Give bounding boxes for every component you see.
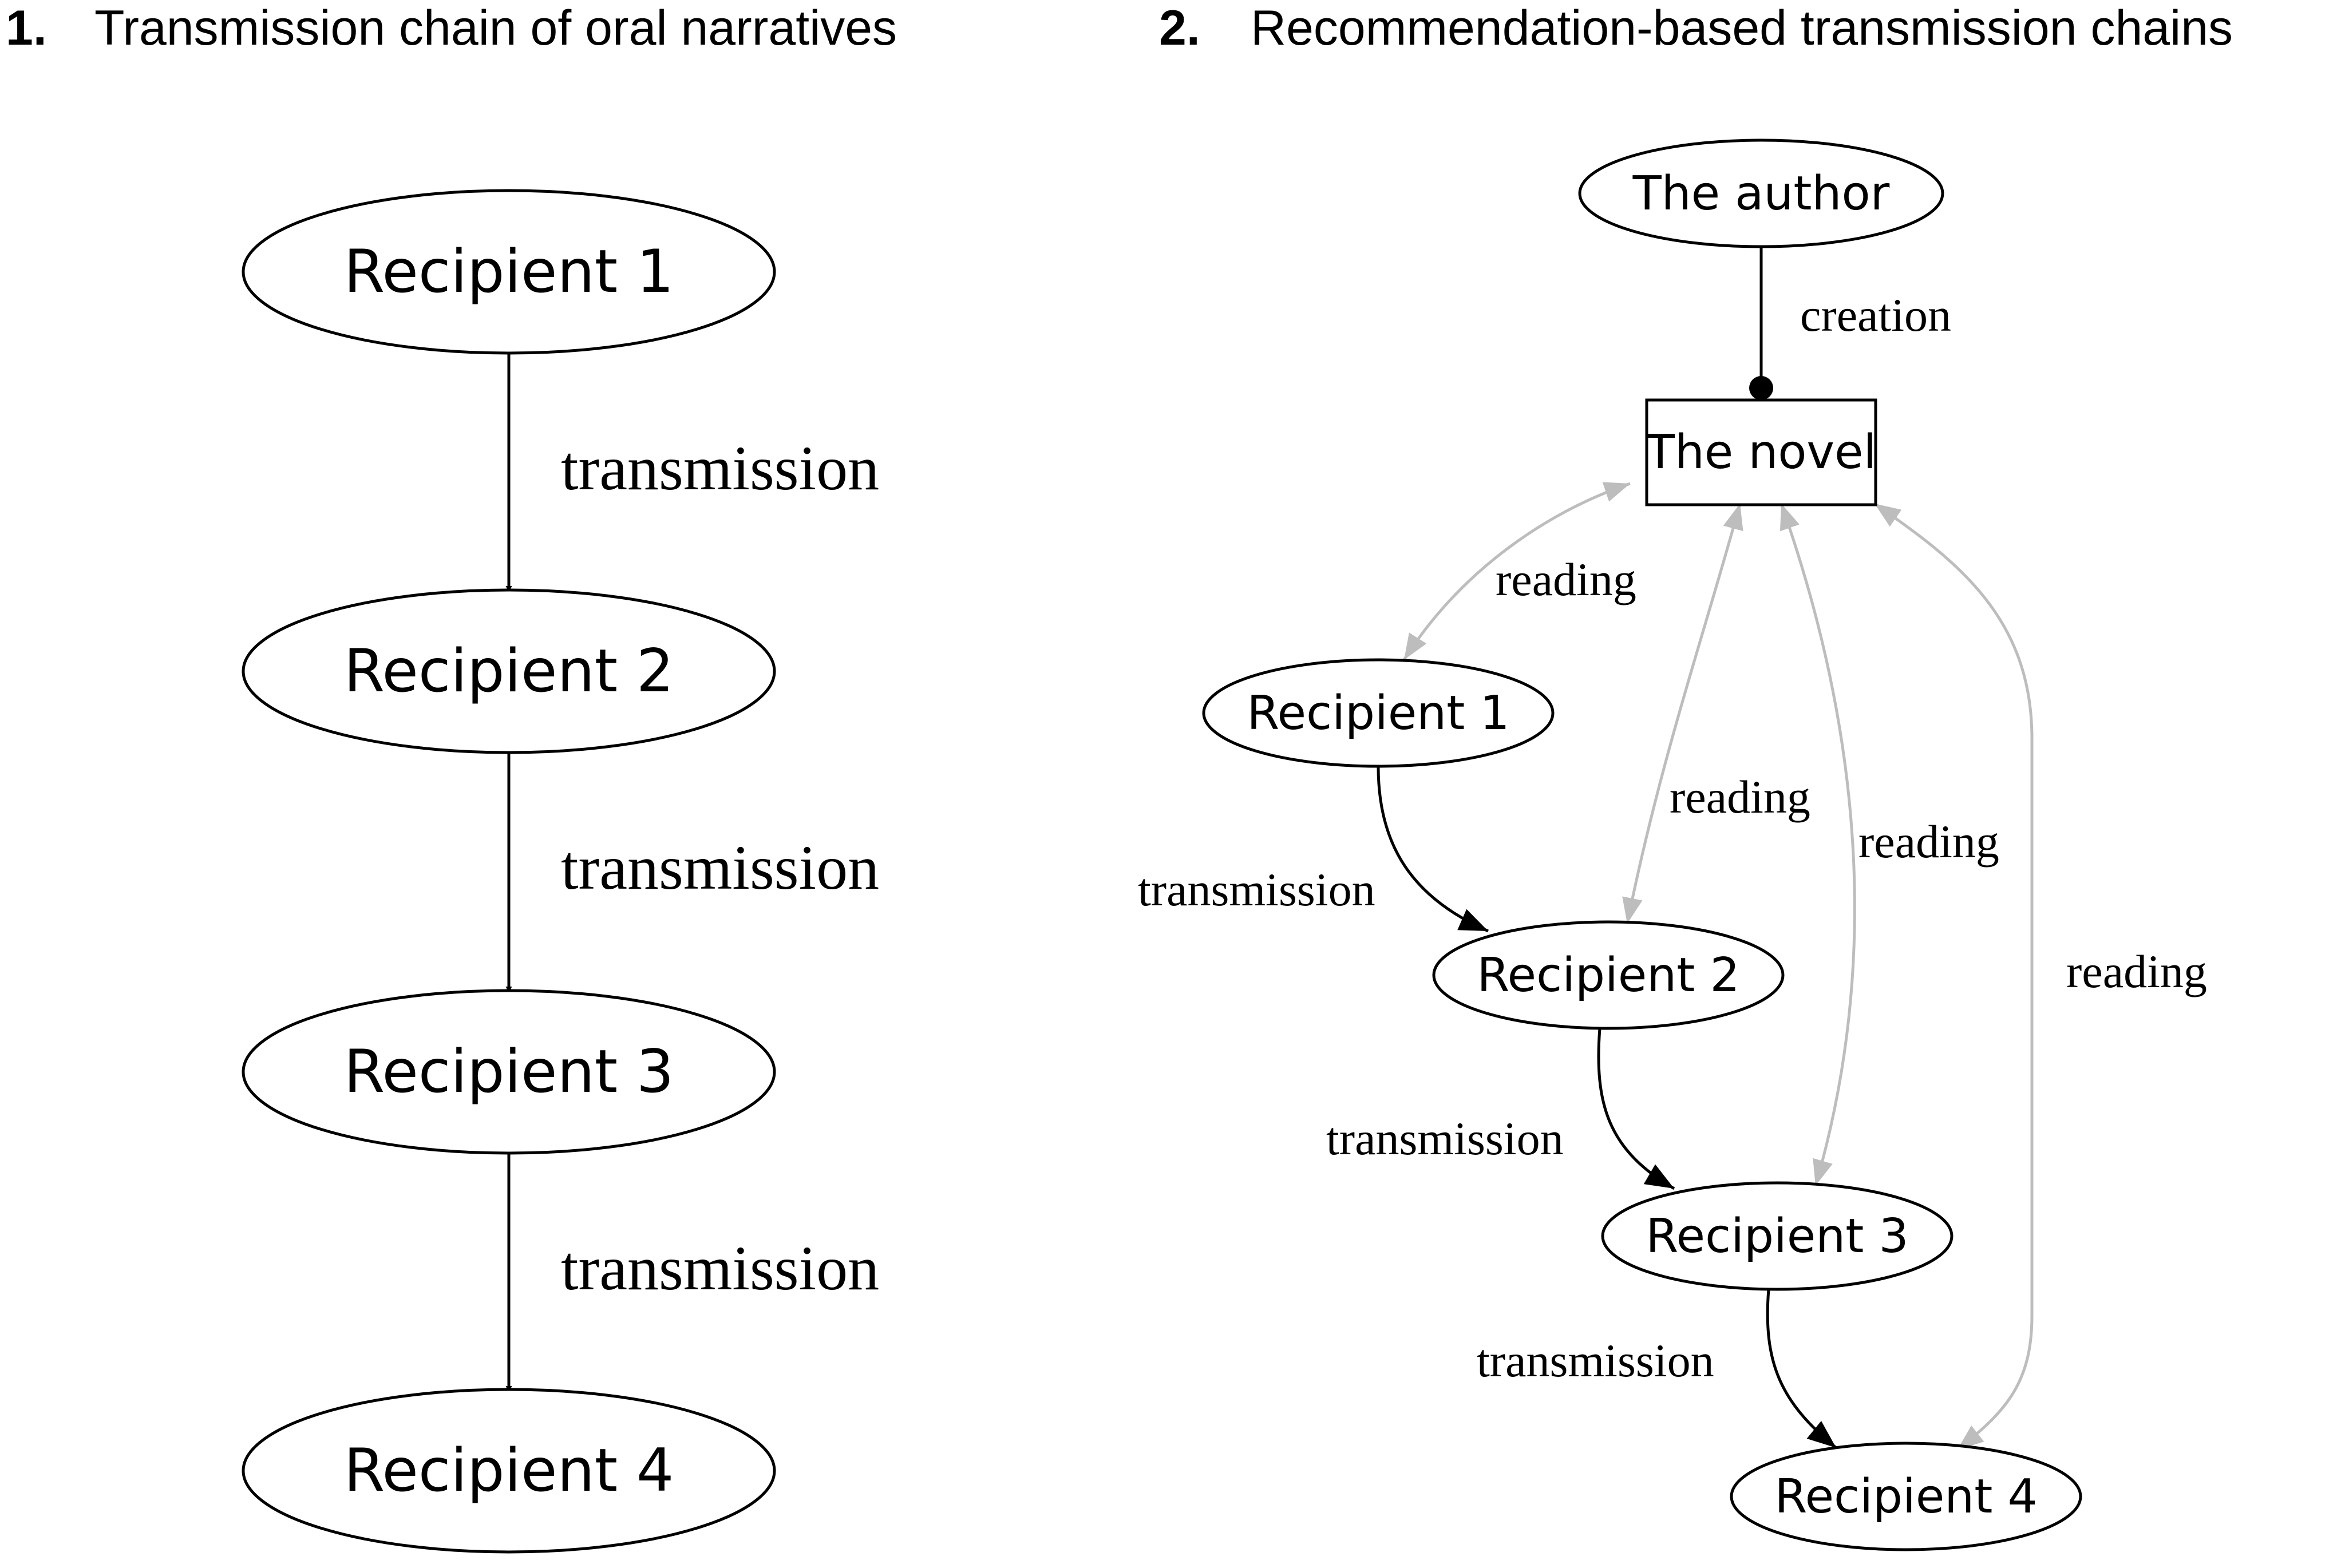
reading-edge-2 <box>1622 503 1743 924</box>
p2-transmission-label-1: transmission <box>1138 864 1375 916</box>
novel-label: The novel <box>1646 425 1876 480</box>
novel-node <box>1645 398 1877 506</box>
p1-recipient-2-label: Recipient 2 <box>344 637 674 706</box>
p2-recipient-4-node <box>1730 1442 2082 1551</box>
panel-1: 1. Transmission chain of oral narratives… <box>6 1 897 1554</box>
reading-edge-1 <box>1402 482 1631 661</box>
reading-label-1: reading <box>1496 553 1636 605</box>
p2-transmission-edge-1-2 <box>1377 766 1489 933</box>
p2-transmission-label-2: transmission <box>1326 1112 1564 1165</box>
reading-edge-4 <box>1873 502 2034 1451</box>
transmission-label-1: transmission <box>561 433 879 503</box>
panel-1-number: 1. <box>6 1 47 56</box>
reading-label-2: reading <box>1670 771 1810 823</box>
author-node <box>1578 138 1944 248</box>
p1-recipient-2-node <box>242 588 776 754</box>
p2-recipient-2-label: Recipient 2 <box>1477 948 1739 1003</box>
p1-recipient-4-label: Recipient 4 <box>344 1436 674 1505</box>
p1-recipient-4-node <box>242 1388 776 1554</box>
reading-edge-3 <box>1779 503 1856 1186</box>
p2-transmission-label-3: transmission <box>1477 1335 1714 1387</box>
panel-2: 2. Recommendation-based transmission cha… <box>1138 1 2233 1551</box>
reading-label-3: reading <box>1858 815 1999 868</box>
panel-1-title: Transmission chain of oral narratives <box>94 1 897 56</box>
author-label: The author <box>1632 167 1890 221</box>
panel-2-number: 2. <box>1159 1 1200 56</box>
transmission-label-2: transmission <box>561 833 879 902</box>
p2-recipient-4-label: Recipient 4 <box>1774 1470 2037 1524</box>
creation-edge-dot <box>1749 376 1773 400</box>
p2-recipient-1-label: Recipient 1 <box>1247 686 1509 741</box>
p1-recipient-1-node <box>242 189 776 355</box>
p2-recipient-3-node <box>1601 1181 1953 1291</box>
reading-label-4: reading <box>2066 945 2207 997</box>
p1-recipient-3-label: Recipient 3 <box>344 1038 674 1106</box>
transmission-label-3: transmission <box>561 1233 879 1303</box>
p1-recipient-1-label: Recipient 1 <box>344 237 674 306</box>
p2-recipient-1-node <box>1202 658 1555 768</box>
p2-transmission-edge-3-4 <box>1766 1289 1837 1449</box>
p1-recipient-3-node <box>242 989 776 1155</box>
creation-label: creation <box>1800 289 1951 341</box>
p2-transmission-edge-2-3 <box>1597 1028 1675 1190</box>
p2-recipient-3-label: Recipient 3 <box>1646 1209 1908 1264</box>
panel-2-title: Recommendation-based transmission chains <box>1251 1 2233 56</box>
p2-recipient-2-node <box>1432 920 1785 1030</box>
